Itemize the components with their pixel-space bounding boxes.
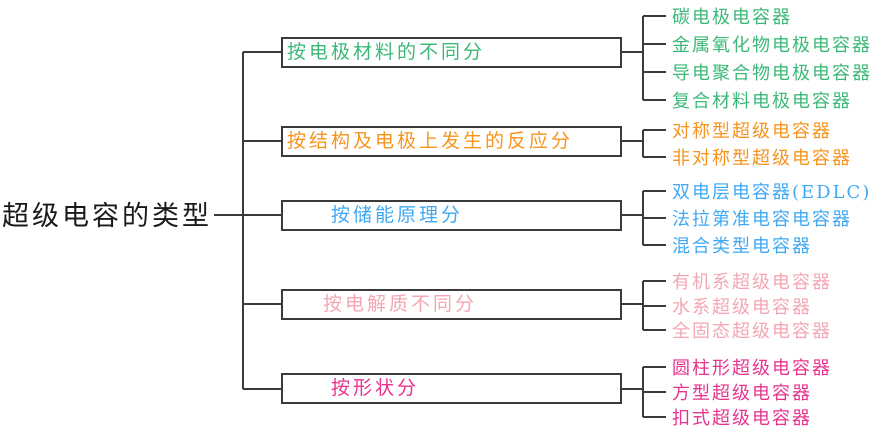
root-label: 超级电容的类型 [2, 200, 212, 232]
leaf-label: 方型超级电容器 [672, 383, 812, 404]
branch-box-electrode-material: 按电极材料的不同分 [281, 37, 622, 68]
branch-box-electrolyte: 按电解质不同分 [281, 289, 622, 320]
leaf-label: 水系超级电容器 [672, 297, 812, 318]
leaf-label: 扣式超级电容器 [672, 408, 812, 429]
leaf-label: 对称型超级电容器 [672, 121, 832, 142]
branch-box-energy-storage-principle: 按储能原理分 [281, 200, 622, 231]
leaf-label: 非对称型超级电容器 [672, 148, 852, 169]
leaf-label: 全固态超级电容器 [672, 321, 832, 342]
branch-box-shape: 按形状分 [281, 373, 622, 404]
leaf-label: 碳电极电容器 [672, 7, 792, 28]
leaf-label: 法拉第准电容电容器 [672, 209, 852, 230]
leaf-label: 圆柱形超级电容器 [672, 358, 832, 379]
leaf-label: 双电层电容器(EDLC) [672, 182, 872, 203]
leaf-label: 导电聚合物电极电容器 [672, 63, 872, 84]
leaf-label: 复合材料电极电容器 [672, 91, 852, 112]
leaf-label: 金属氧化物电极电容器 [672, 35, 872, 56]
leaf-label: 有机系超级电容器 [672, 272, 832, 293]
leaf-label: 混合类型电容器 [672, 236, 812, 257]
branch-box-structure-reaction: 按结构及电极上发生的反应分 [281, 126, 622, 157]
